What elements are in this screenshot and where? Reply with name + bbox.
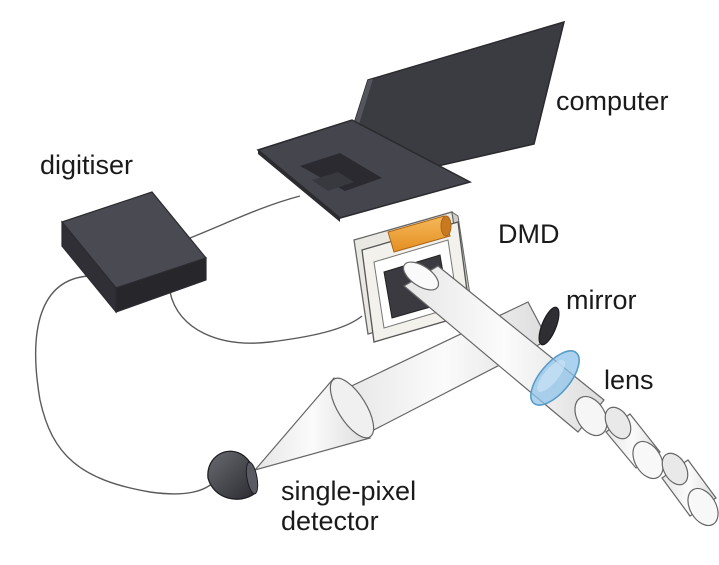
lens xyxy=(530,350,580,406)
cable-digitiser-computer xyxy=(189,195,301,239)
dmd-label: DMD xyxy=(498,219,560,249)
digitiser-box xyxy=(60,191,208,314)
computer-label: computer xyxy=(556,86,669,116)
incident-beam-end xyxy=(574,395,608,437)
dmd-chip-end xyxy=(440,215,452,237)
lens-label: lens xyxy=(604,365,654,395)
cables xyxy=(35,195,363,495)
light-segments xyxy=(604,406,719,527)
mirror-disc xyxy=(538,306,560,346)
detector-label: single-pixel detector xyxy=(281,476,416,536)
detector-face xyxy=(245,461,259,495)
detector-cone-base xyxy=(329,377,375,439)
laptop-base-edge xyxy=(258,150,340,222)
dmd-chip-body xyxy=(387,215,451,253)
cable-digitiser-detector xyxy=(35,275,217,495)
lens-highlight xyxy=(537,360,565,392)
detector-label-line1: single-pixel xyxy=(281,476,417,506)
segment-1-end xyxy=(632,440,664,480)
incident-beam-start xyxy=(402,261,440,291)
digitiser-label: digitiser xyxy=(40,150,134,180)
laptop-trackpad xyxy=(312,172,354,191)
mirror xyxy=(538,306,560,346)
cable-digitiser-dmd xyxy=(169,291,363,344)
laptop-keyboard xyxy=(300,153,382,191)
segment-2-start xyxy=(661,452,689,486)
mirror-label: mirror xyxy=(566,285,637,315)
segment-2-end xyxy=(687,487,719,527)
digitiser-side xyxy=(115,257,207,313)
single-pixel-detector xyxy=(207,450,259,500)
detector-label-line2: detector xyxy=(281,506,379,537)
segment-1-start xyxy=(604,406,632,440)
laptop-computer xyxy=(256,20,566,222)
